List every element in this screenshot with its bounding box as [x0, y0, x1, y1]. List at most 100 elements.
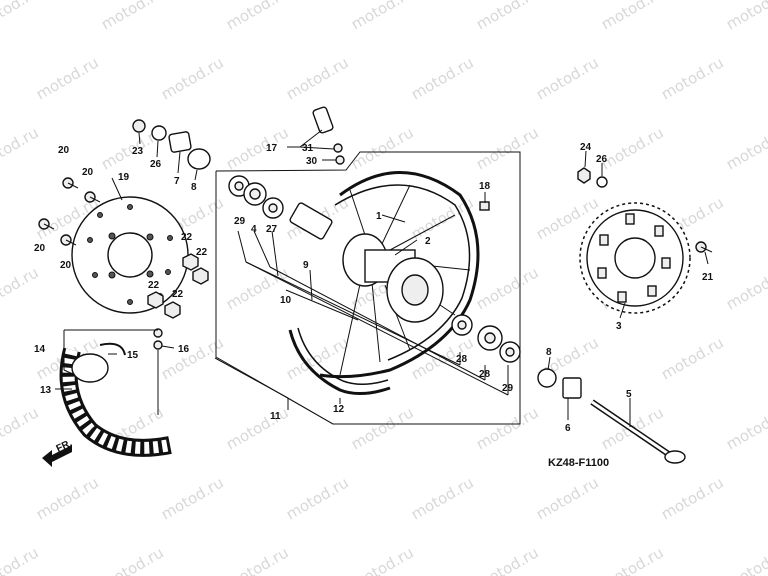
label-16: 16 [178, 344, 190, 355]
watermark-text: motod.ru [473, 403, 542, 453]
watermark-text: motod.ru [473, 123, 542, 173]
watermark-text: motod.ru [348, 123, 417, 173]
label-20-d: 20 [60, 260, 72, 271]
tire-and-tube [59, 328, 172, 457]
watermark-text: motod.ru [533, 53, 602, 103]
label-15: 15 [127, 350, 139, 361]
label-23: 23 [132, 146, 144, 157]
watermark-text: motod.ru [658, 473, 727, 523]
watermark-text: motod.ru [223, 0, 292, 33]
watermark-text: motod.ru [598, 0, 667, 33]
label-21: 21 [702, 272, 714, 283]
watermark-text: motod.ru [473, 0, 542, 33]
sprocket-fasteners [577, 167, 713, 253]
label-13: 13 [40, 385, 52, 396]
hub-bolt [479, 201, 490, 211]
label-11: 11 [270, 411, 281, 422]
label-27: 27 [266, 224, 278, 235]
watermark-text: motod.ru [33, 473, 102, 523]
label-8-left: 8 [191, 182, 197, 193]
watermark-text: motod.ru [598, 543, 667, 576]
label-20-a: 20 [58, 145, 70, 156]
rear-sprocket [579, 202, 691, 314]
watermark-text: motod.ru [0, 123, 42, 173]
watermark-text: motod.ru [33, 53, 102, 103]
watermark-text: motod.ru [473, 543, 542, 576]
brake-disc [71, 196, 189, 314]
watermark-text: motod.ru [223, 403, 292, 453]
label-5: 5 [626, 389, 632, 400]
watermark-text: motod.ru [223, 543, 292, 576]
hub-collar [289, 202, 333, 240]
label-8-right: 8 [546, 347, 552, 358]
watermark-text: motod.ru [348, 543, 417, 576]
axle-parts [537, 368, 686, 464]
watermark-text: motod.ru [473, 263, 542, 313]
label-28-a: 28 [456, 354, 468, 365]
label-19: 19 [118, 172, 130, 183]
watermark-text: motod.ru [98, 543, 167, 576]
wheel-assembly-box [215, 151, 521, 425]
watermark-text: motod.ru [723, 403, 768, 453]
caliper-bracket-parts [132, 119, 211, 170]
watermark-text: motod.ru [283, 473, 352, 523]
watermark-text: motod.ru [0, 543, 42, 576]
watermark-text: motod.ru [348, 403, 417, 453]
label-24: 24 [580, 142, 592, 153]
watermark-text: motod.ru [348, 0, 417, 33]
leader-lines [55, 129, 709, 427]
label-2: 2 [425, 236, 431, 247]
label-26-right: 26 [596, 154, 608, 165]
label-31: 31 [302, 143, 314, 154]
watermark-text: motod.ru [658, 333, 727, 383]
label-14: 14 [34, 344, 46, 355]
watermark-text: motod.ru [598, 123, 667, 173]
watermark-text: motod.ru [0, 403, 42, 453]
watermark-text: motod.ru [158, 53, 227, 103]
label-22-b: 22 [196, 247, 208, 258]
label-3: 3 [616, 321, 622, 332]
label-10: 10 [280, 295, 292, 306]
label-20-b: 20 [82, 167, 94, 178]
label-18: 18 [479, 181, 491, 192]
label-29-right: 29 [502, 383, 514, 394]
watermark-text: motod.ru [0, 263, 42, 313]
watermark-text: motod.ru [723, 263, 768, 313]
watermark-text: motod.ru [658, 53, 727, 103]
left-bearings [228, 175, 284, 219]
disc-nuts [147, 253, 209, 319]
watermark-text: motod.ru [223, 123, 292, 173]
watermark-text: motod.ru [723, 123, 768, 173]
label-1: 1 [376, 211, 382, 222]
wheel-hub [342, 233, 444, 323]
watermark-text: motod.ru [0, 0, 42, 33]
watermark-text: motod.ru [283, 53, 352, 103]
label-17: 17 [266, 143, 278, 154]
diagram-code: KZ48-F1100 [548, 457, 609, 469]
front-direction-arrow [42, 445, 72, 467]
watermark-text: motod.ru [408, 53, 477, 103]
watermark-text: motod.ru [408, 473, 477, 523]
label-7: 7 [174, 176, 180, 187]
label-29-left: 29 [234, 216, 246, 227]
label-6: 6 [565, 423, 571, 434]
label-30: 30 [306, 156, 318, 167]
label-26-left: 26 [150, 159, 162, 170]
label-9: 9 [303, 260, 309, 271]
rim-lock [312, 106, 345, 165]
label-4: 4 [251, 224, 257, 235]
watermark-text: motod.ru [158, 473, 227, 523]
right-bearings [451, 314, 521, 363]
label-22-c: 22 [148, 280, 160, 291]
watermark-text: motod.ru [408, 193, 477, 243]
label-12: 12 [333, 404, 345, 415]
label-22-d: 22 [172, 289, 184, 300]
label-20-c: 20 [34, 243, 46, 254]
label-28-b: 28 [479, 369, 491, 380]
label-22-a: 22 [181, 232, 193, 243]
watermark-text: motod.ru [723, 543, 768, 576]
watermark-text: motod.ru [98, 0, 167, 33]
watermark-text: motod.ru [723, 0, 768, 33]
